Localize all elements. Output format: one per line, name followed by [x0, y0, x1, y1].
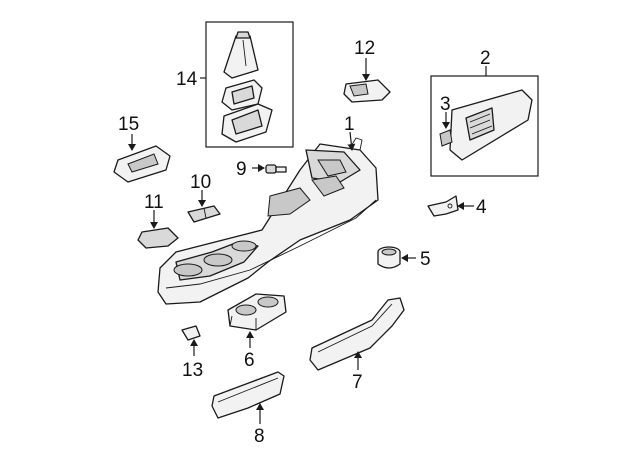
shift-bezel — [113, 145, 171, 183]
callout-5: 5 — [420, 249, 431, 270]
callout-2: 2 — [480, 48, 491, 69]
callout-3: 3 — [440, 94, 451, 115]
armrest-pad — [137, 227, 179, 249]
callout-11: 11 — [144, 192, 164, 213]
right-side-panel — [309, 297, 405, 371]
trim-cover — [343, 79, 391, 103]
callout-labels: 1 2 3 4 5 6 7 8 9 10 11 12 13 14 15 — [118, 38, 491, 447]
shift-boot-assembly — [221, 31, 273, 143]
callout-6: 6 — [244, 350, 255, 371]
bracket — [427, 195, 459, 217]
side-trim-panel — [439, 89, 533, 161]
callout-7: 7 — [352, 372, 363, 393]
shift-boot-group-box — [205, 21, 294, 148]
callout-leaders — [128, 58, 487, 424]
callout-8: 8 — [254, 426, 265, 447]
callout-14: 14 — [176, 69, 198, 90]
cup-holder — [227, 293, 287, 331]
callout-4: 4 — [476, 197, 487, 218]
center-console — [157, 137, 379, 305]
callout-9: 9 — [236, 159, 247, 180]
callout-15: 15 — [118, 114, 139, 135]
bolt — [265, 164, 287, 174]
cup-holder-insert — [377, 246, 401, 269]
callout-12: 12 — [354, 38, 375, 59]
clip — [187, 205, 221, 223]
callout-1: 1 — [344, 114, 355, 135]
callout-10: 10 — [190, 172, 211, 193]
small-clip — [181, 325, 201, 341]
callout-13: 13 — [182, 360, 203, 381]
lower-panel — [211, 371, 285, 419]
trim-panel-group-box — [430, 75, 539, 177]
